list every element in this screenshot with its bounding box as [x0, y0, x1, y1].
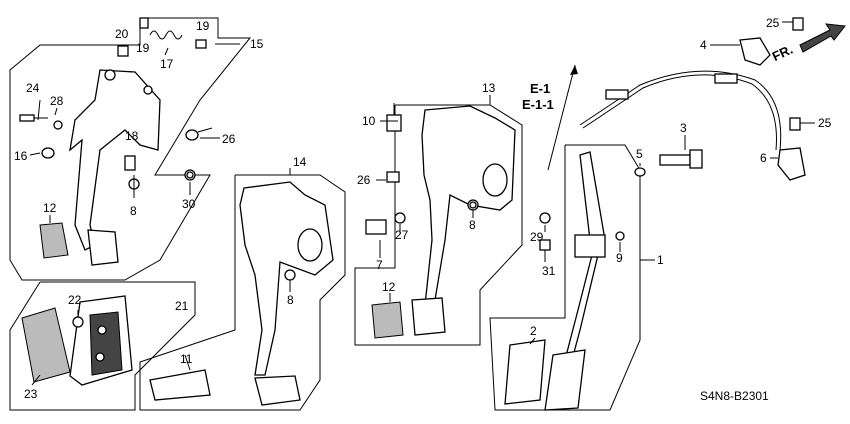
ref-label-e1-1: E-1-1 [522, 97, 554, 112]
callout-15: 15 [250, 37, 264, 51]
callout-12-center: 12 [382, 280, 396, 294]
callout-14: 14 [293, 155, 307, 169]
callout-13: 13 [482, 81, 496, 95]
pedal-1 [504, 151, 625, 411]
callout-18: 18 [125, 129, 139, 143]
callout-9: 9 [616, 251, 623, 265]
callout-23: 23 [24, 387, 38, 401]
bolt-26b [386, 171, 400, 183]
callout-19-left: 19 [136, 41, 150, 55]
switch-7 [365, 212, 406, 235]
callout-22: 22 [68, 293, 82, 307]
bracket-4 [739, 37, 771, 66]
pedal-pad-23 [21, 307, 71, 383]
callout-25-right: 25 [818, 116, 832, 130]
callout-30: 30 [182, 197, 196, 211]
leader-lines [29, 21, 815, 386]
callout-8-center: 8 [469, 218, 476, 232]
bolts-25 [789, 17, 804, 131]
callout-26-left: 26 [222, 132, 236, 146]
pedal-13 [371, 105, 516, 339]
callout-31: 31 [542, 264, 556, 278]
callout-8-left: 8 [130, 204, 137, 218]
group-21-outline [9, 281, 196, 411]
clutch-pedal [39, 69, 161, 266]
group-15-outline [9, 17, 252, 281]
callout-3: 3 [680, 121, 687, 135]
callout-12-left: 12 [43, 201, 57, 215]
callout-17: 17 [160, 57, 174, 71]
callout-28: 28 [50, 94, 64, 108]
callout-26-center: 26 [357, 173, 371, 187]
group-14-outline [139, 174, 346, 411]
spring-10 [386, 103, 402, 132]
callout-24: 24 [26, 81, 40, 95]
callout-11: 11 [180, 352, 193, 366]
bracket-6 [777, 147, 806, 181]
callout-1: 1 [657, 253, 664, 267]
callout-8-middle: 8 [287, 293, 294, 307]
ref-arrow [547, 64, 578, 171]
callout-19-right: 19 [196, 19, 210, 33]
group-13-outline [354, 104, 523, 346]
spring-17 [149, 30, 183, 40]
callout-labels: 1 2 3 4 5 6 7 8 8 8 9 10 11 12 12 13 14 … [14, 16, 832, 401]
callout-20: 20 [115, 27, 129, 41]
callout-10: 10 [362, 114, 376, 128]
callout-16: 16 [14, 149, 28, 163]
fr-label: FR. [770, 42, 795, 64]
callout-29: 29 [530, 230, 544, 244]
ref-label-e1: E-1 [530, 81, 550, 96]
callout-21: 21 [175, 299, 189, 313]
pedal-pad-21 [69, 295, 133, 386]
callout-6: 6 [760, 151, 767, 165]
small-hardware [186, 171, 551, 251]
pedal-14 [149, 181, 334, 406]
diagram-code: S4N8-B2301 [700, 389, 769, 403]
callout-25-top: 25 [766, 16, 780, 30]
fr-arrow [799, 23, 846, 53]
callout-2: 2 [530, 324, 537, 338]
cable [579, 70, 782, 151]
group-1-outline [489, 144, 641, 411]
callout-27: 27 [395, 228, 409, 242]
callout-4: 4 [700, 38, 707, 52]
callout-5: 5 [636, 147, 643, 161]
adjuster-3 [634, 149, 703, 177]
callout-7: 7 [376, 258, 383, 272]
